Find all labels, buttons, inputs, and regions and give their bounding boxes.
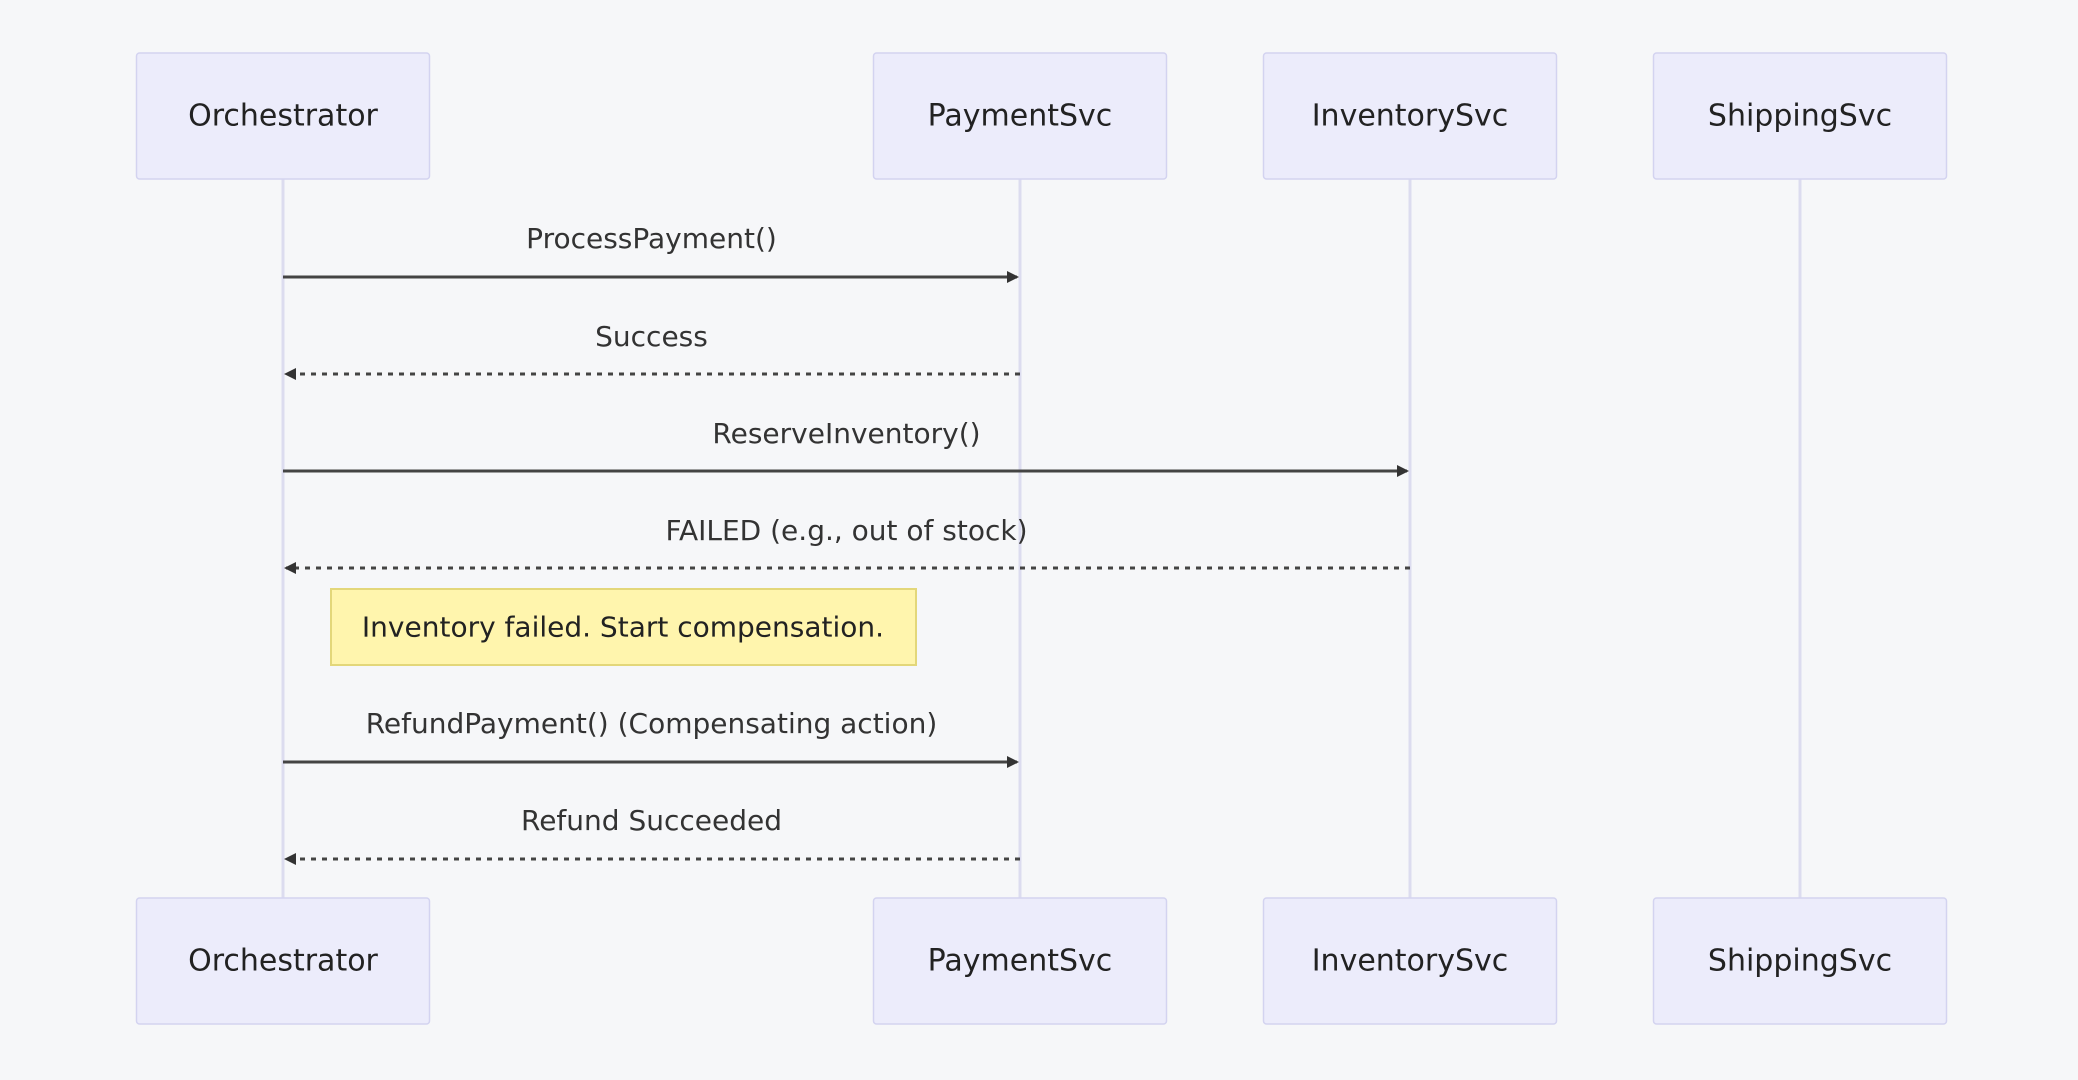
participant-orchestrator-top: Orchestrator (135, 52, 431, 180)
participant-inventory-top: InventorySvc (1262, 52, 1558, 180)
message-label: Refund Succeeded (521, 804, 782, 837)
participant-payment-bottom: PaymentSvc (872, 897, 1168, 1025)
participant-box (1652, 897, 1948, 1025)
message-3: ReserveInventory() (283, 417, 1409, 477)
message-label: FAILED (e.g., out of stock) (665, 514, 1027, 547)
note-text: Inventory failed. Start compensation. (362, 611, 884, 644)
participant-box (872, 52, 1168, 180)
message-label: ProcessPayment() (526, 222, 777, 255)
message-label: ReserveInventory() (712, 417, 980, 450)
message-label: RefundPayment() (Compensating action) (366, 707, 938, 740)
participant-label: ShippingSvc (1708, 944, 1892, 979)
participant-label: ShippingSvc (1708, 99, 1892, 134)
participant-payment-top: PaymentSvc (872, 52, 1168, 180)
participant-shipping-bottom: ShippingSvc (1652, 897, 1948, 1025)
message-label: Success (595, 320, 708, 353)
participant-box (872, 897, 1168, 1025)
message-5: RefundPayment() (Compensating action) (283, 707, 1019, 768)
participant-box (1262, 897, 1558, 1025)
participant-box (1652, 52, 1948, 180)
participant-label: InventorySvc (1312, 99, 1509, 134)
message-2: Success (284, 320, 1020, 380)
message-6: Refund Succeeded (284, 804, 1020, 865)
participant-box (135, 897, 431, 1025)
participant-label: Orchestrator (188, 944, 378, 979)
message-1: ProcessPayment() (283, 222, 1019, 283)
participant-orchestrator-bottom: Orchestrator (135, 897, 431, 1025)
participant-box (135, 52, 431, 180)
participant-shipping-top: ShippingSvc (1652, 52, 1948, 180)
participant-label: InventorySvc (1312, 944, 1509, 979)
note: Inventory failed. Start compensation. (330, 588, 917, 666)
participant-label: PaymentSvc (928, 99, 1113, 134)
note-box (330, 588, 917, 666)
participant-inventory-bottom: InventorySvc (1262, 897, 1558, 1025)
message-4: FAILED (e.g., out of stock) (284, 514, 1410, 574)
participant-box (1262, 52, 1558, 180)
participant-label: PaymentSvc (928, 944, 1113, 979)
participant-label: Orchestrator (188, 99, 378, 134)
